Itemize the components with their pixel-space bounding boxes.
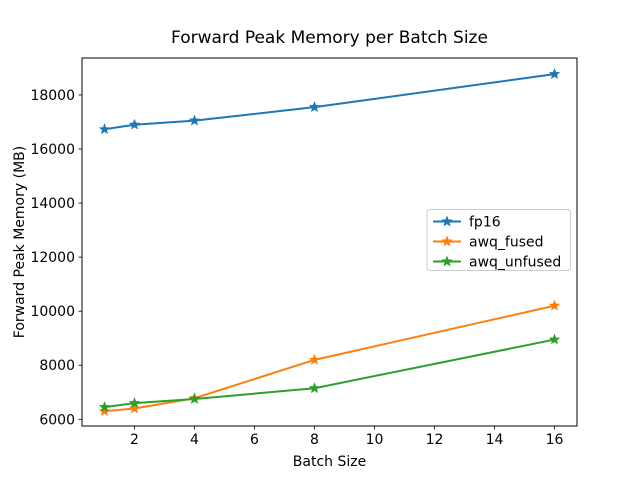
x-tick-label: 12 — [426, 432, 444, 448]
y-tick-label: 12000 — [30, 250, 75, 266]
x-tick-label: 14 — [486, 432, 504, 448]
y-tick-label: 18000 — [30, 88, 75, 104]
x-tick-label: 16 — [546, 432, 564, 448]
series-marker-star-fp16 — [128, 118, 141, 130]
x-tick-label: 2 — [130, 432, 139, 448]
legend-label-awq_unfused: awq_unfused — [469, 255, 561, 271]
x-tick-label: 6 — [250, 432, 259, 448]
y-axis-label: Forward Peak Memory (MB) — [12, 146, 28, 338]
legend: fp16 awq_fused awq_unfused — [426, 209, 571, 271]
series-marker-star-awq_unfused — [98, 401, 111, 412]
legend-label-awq_fused: awq_fused — [469, 235, 544, 251]
y-tick-label: 10000 — [30, 304, 75, 320]
series-marker-star-fp16 — [308, 101, 321, 112]
series-marker-star-fp16 — [548, 68, 561, 80]
legend-label-fp16: fp16 — [469, 215, 501, 231]
series-line-fp16 — [104, 73, 555, 131]
x-tick-label: 4 — [190, 432, 199, 448]
series-marker-star-awq_unfused — [308, 382, 321, 394]
series-marker-star-awq_unfused — [128, 397, 141, 408]
series-marker-star-awq_unfused — [548, 333, 561, 345]
legend-marker-star — [441, 215, 453, 227]
x-axis-label: Batch Size — [293, 454, 366, 470]
series-marker-star-fp16 — [98, 123, 111, 135]
plot-border — [81, 57, 578, 427]
chart-title: Forward Peak Memory per Batch Size — [171, 28, 488, 48]
y-tick-label: 6000 — [39, 412, 75, 428]
legend-marker-star — [441, 235, 453, 247]
series-marker-star-awq_unfused — [188, 393, 201, 404]
y-tick-label: 16000 — [30, 142, 75, 158]
legend-marker-star — [441, 255, 453, 267]
series-marker-star-awq_fused — [548, 299, 561, 311]
x-tick-label: 10 — [366, 432, 384, 448]
series-line-awq_unfused — [104, 338, 555, 409]
series-line-awq_fused — [104, 304, 555, 413]
y-tick-label: 8000 — [39, 358, 75, 374]
legend-box — [426, 209, 571, 271]
series-marker-star-awq_fused — [128, 402, 141, 414]
x-tick-label: 8 — [310, 432, 319, 448]
series-marker-star-awq_fused — [308, 353, 321, 365]
series-marker-star-awq_fused — [98, 405, 111, 417]
series-marker-star-fp16 — [188, 114, 201, 126]
y-tick-label: 14000 — [30, 196, 75, 212]
